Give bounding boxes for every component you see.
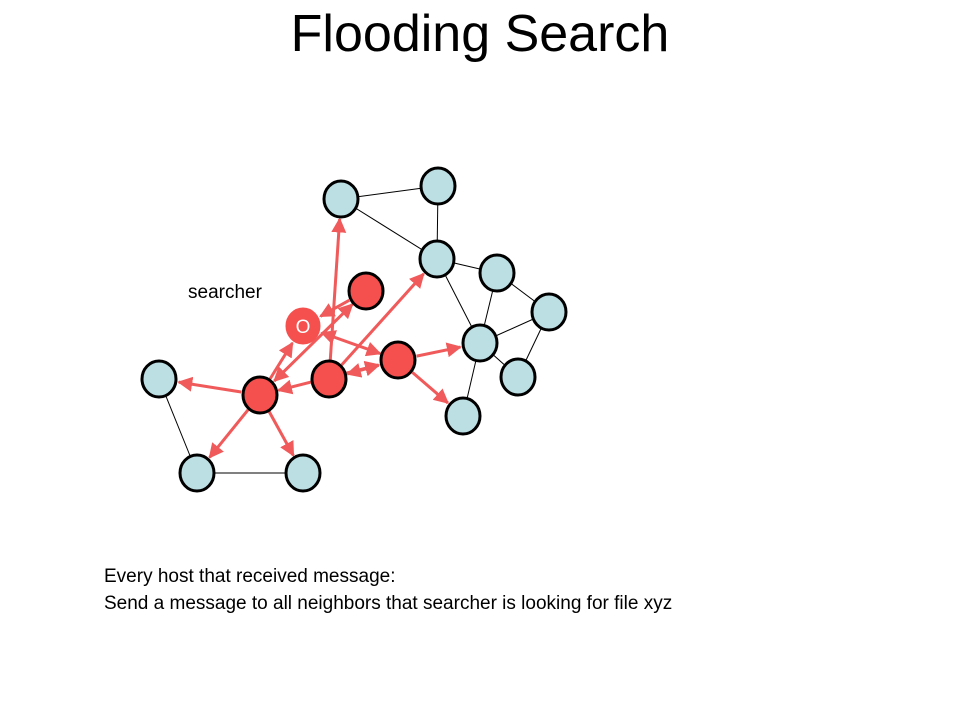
arrow-n4-u_mid (340, 272, 425, 366)
edge-u_top_left-u_mid (340, 198, 438, 260)
arrow-n3-u_bottom_left (208, 408, 250, 459)
host-u_top_right (419, 166, 457, 206)
hosts: O (140, 166, 568, 493)
arrow-n1-u_right3 (416, 342, 462, 358)
visited-host-n3 (241, 375, 279, 415)
arrow-n1-u_bottom_right (411, 371, 449, 405)
host-u_mid (418, 239, 456, 279)
visited-host-n2 (347, 271, 385, 311)
host-u_top_left (322, 179, 360, 219)
caption: Every host that received message: Send a… (104, 563, 672, 617)
arrow-n2-origin (319, 298, 351, 318)
host-u_right4 (499, 357, 537, 397)
arrow-n3-u_far_left (177, 376, 242, 394)
caption-line-1: Every host that received message: (104, 566, 396, 587)
arrow-n4-n1 (345, 361, 381, 378)
host-u_bottom_left (178, 453, 216, 493)
arrow-n3-u_bottom_mid (267, 410, 295, 457)
searcher-origin-mark: O (296, 317, 311, 338)
host-u_right3 (461, 323, 499, 363)
caption-line-2: Send a message to all neighbors that sea… (104, 593, 673, 614)
slide-title: Flooding Search (290, 5, 670, 63)
host-u_far_left (140, 359, 178, 399)
host-u_right1 (478, 253, 516, 293)
host-u_right2 (530, 292, 568, 332)
searcher-node (285, 307, 321, 345)
visited-host-n1 (379, 340, 417, 380)
message-arrows (177, 217, 462, 459)
arrow-n2-n3 (273, 303, 354, 383)
host-u_bottom_right (444, 396, 482, 436)
host-u_bottom_mid (284, 453, 322, 493)
searcher-label: searcher (188, 282, 262, 303)
visited-host-n4 (310, 359, 348, 399)
